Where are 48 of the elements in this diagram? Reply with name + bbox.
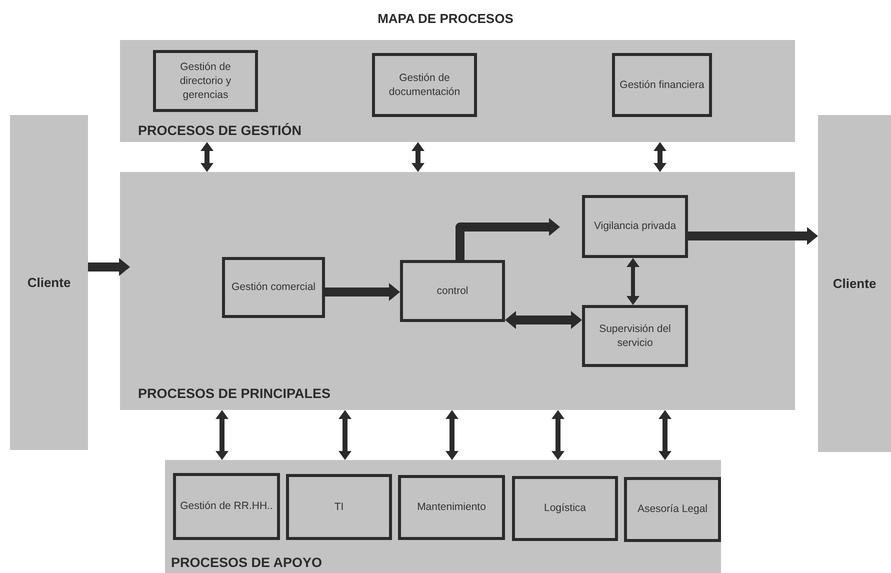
client-label: Cliente (832, 276, 876, 291)
arrow (552, 410, 564, 460)
arrow (325, 283, 400, 301)
process-label: Gestión de documentación (388, 70, 462, 100)
process-box (512, 476, 618, 541)
arrow (338, 410, 352, 460)
arrow (688, 227, 818, 245)
process-box (173, 473, 280, 540)
process-box (286, 474, 392, 540)
arrow (626, 258, 640, 305)
arrow (200, 142, 214, 172)
process-box (398, 475, 505, 540)
process-label: Logística (544, 501, 586, 516)
arrow (505, 311, 582, 329)
process-label: Asesoría Legal (637, 502, 708, 517)
process-box (222, 257, 325, 318)
process-box (153, 50, 258, 112)
process-box (582, 305, 688, 367)
arrow (654, 142, 666, 172)
process-label: Gestión financiera (620, 78, 704, 92)
process-label: Supervisión del servicio (598, 322, 672, 350)
process-box (400, 260, 505, 322)
process-label: TI (334, 500, 344, 514)
arrow (88, 258, 130, 276)
process-label: Gestión comercial (231, 280, 316, 295)
process-box (582, 195, 688, 258)
client-panel (818, 115, 891, 452)
process-band (120, 40, 795, 142)
arrow (658, 410, 672, 460)
process-box (372, 53, 477, 117)
process-band (165, 460, 721, 573)
client-panel (10, 115, 88, 450)
process-band (120, 172, 795, 410)
process-label: control (436, 284, 468, 298)
group-label: PROCESOS DE APOYO (171, 555, 322, 570)
arrow (216, 410, 228, 460)
process-box (612, 53, 712, 117)
process-label: Gestión de directorio y gerencias (178, 60, 232, 102)
process-label: Gestión de RR.HH.. (180, 499, 273, 514)
client-label: Cliente (27, 275, 71, 290)
arrow (412, 142, 424, 172)
process-label: Vigilancia privada (594, 219, 676, 234)
process-box (624, 477, 721, 542)
diagram-title: MAPA DE PROCESOS (378, 11, 514, 26)
group-label: PROCESOS DE PRINCIPALES (138, 386, 331, 401)
process-label: Mantenimiento (417, 500, 486, 515)
group-label: PROCESOS DE GESTIÓN (138, 123, 302, 138)
arrow (446, 410, 458, 460)
